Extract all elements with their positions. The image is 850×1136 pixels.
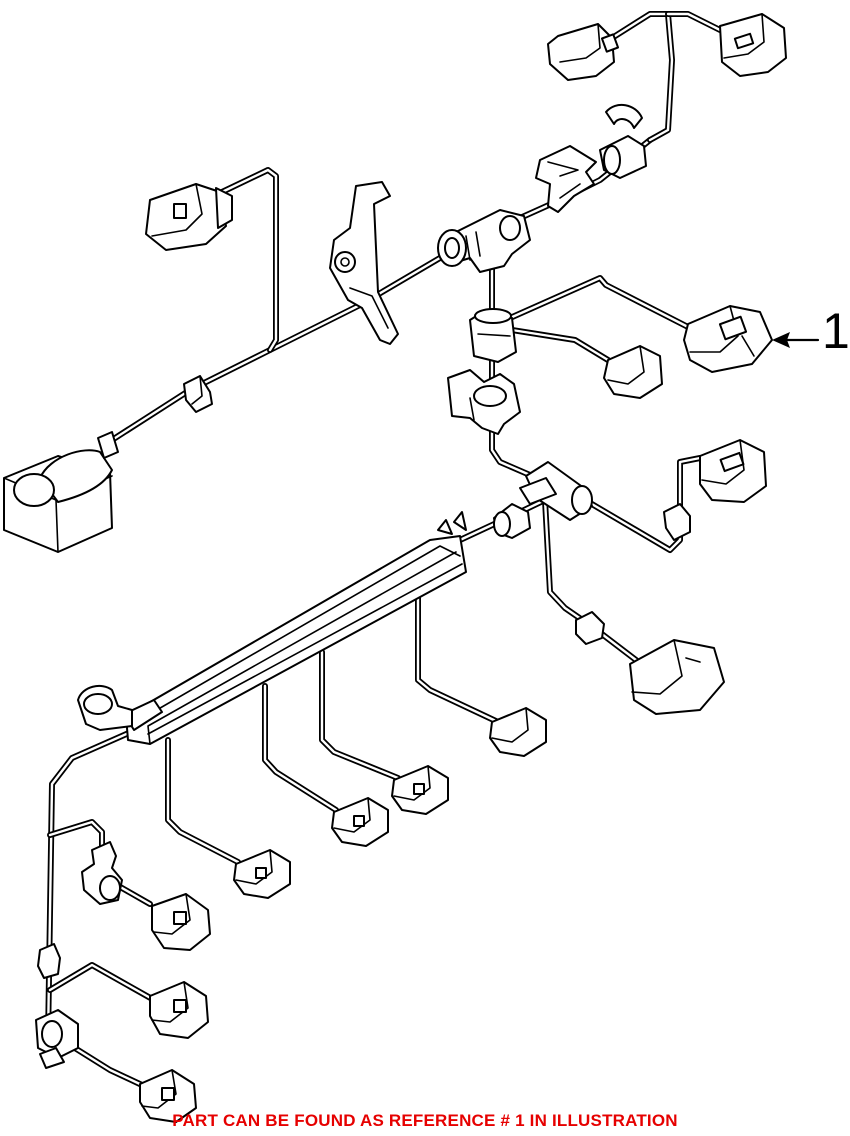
connector-right-mid (699, 439, 767, 503)
connector-rail-4 (233, 849, 291, 899)
clip-small-left (183, 375, 213, 413)
sensor-box (3, 431, 119, 553)
connector-rail-2 (391, 765, 449, 815)
clip-left-vertical (37, 943, 61, 979)
connector-left-3 (139, 1069, 197, 1123)
bracket-tall (329, 181, 399, 345)
clip-bracket-top (535, 145, 597, 213)
connector-large-right (629, 639, 725, 715)
elbow-connector-left (81, 841, 123, 905)
clip-mount-mid (447, 369, 521, 435)
grommet-t-junction (437, 209, 531, 273)
connector-top-left-a (547, 23, 620, 81)
connector-small-mid (603, 345, 663, 399)
footer-note: PART CAN BE FOUND AS REFERENCE # 1 IN IL… (172, 1111, 678, 1130)
connector-reference-1 (683, 305, 773, 373)
callout-arrow (772, 332, 820, 348)
connector-left-2 (149, 981, 209, 1039)
connector-top-right (719, 13, 787, 77)
connector-top-left-bulb (145, 183, 233, 251)
sleeve-junction-right (519, 461, 593, 521)
sleeve-lower (493, 503, 531, 539)
clip-top-right (599, 103, 647, 179)
clip-right-branch (663, 503, 691, 541)
connector-left-1 (151, 893, 211, 951)
clip-down-branch (575, 611, 605, 645)
grommet-left-bottom (35, 1009, 79, 1069)
callout-reference-number: 1 (822, 303, 850, 359)
connector-rail-3 (331, 797, 389, 847)
fuel-rail-harness-channel (77, 511, 467, 745)
connector-rail-1 (489, 707, 547, 757)
sleeve-vertical (469, 308, 517, 363)
